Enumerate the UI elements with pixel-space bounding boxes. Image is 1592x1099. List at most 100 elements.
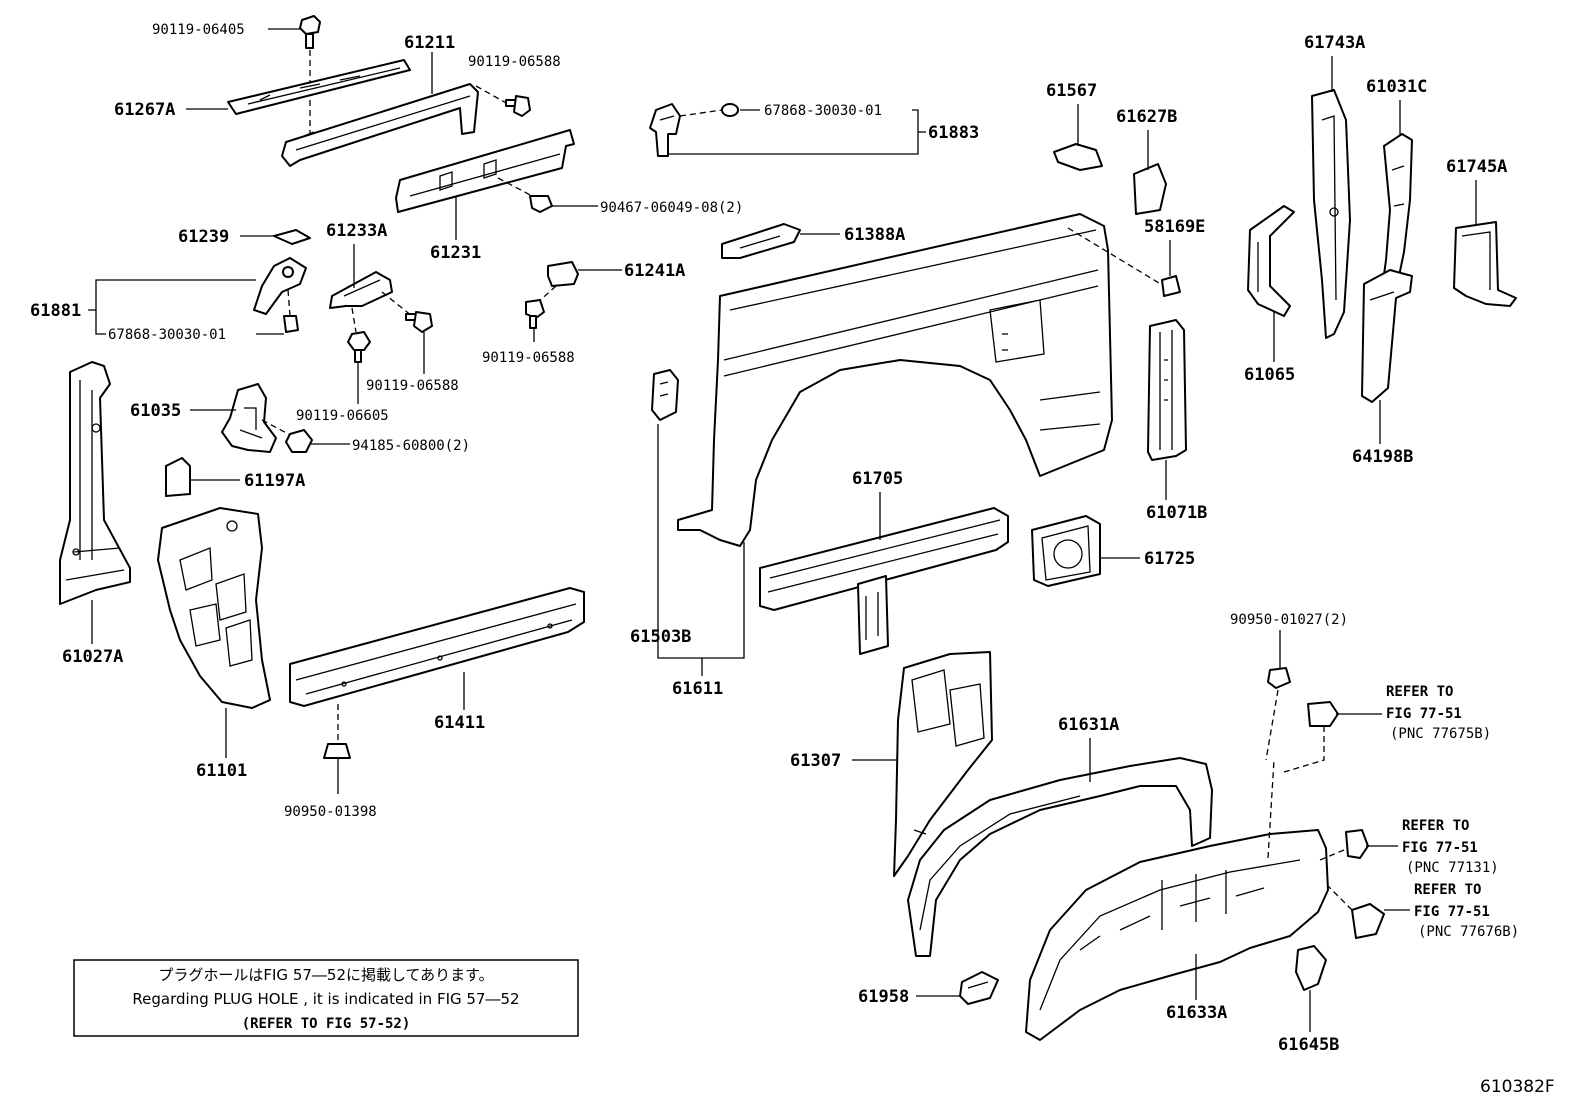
svg-text:REFER TO: REFER TO xyxy=(1386,684,1453,700)
label-67868-30030-01-lower: 67868-30030-01 xyxy=(108,327,226,343)
part-61881 xyxy=(253,257,307,333)
part-61231 xyxy=(395,129,575,213)
svg-text:(PNC 77676B): (PNC 77676B) xyxy=(1418,924,1519,940)
part-61883 xyxy=(649,103,739,157)
note-english: Regarding PLUG HOLE , it is indicated in… xyxy=(132,990,519,1008)
part-61705 xyxy=(759,507,1009,655)
part-61745A xyxy=(1453,221,1517,307)
part-61503B xyxy=(651,369,679,421)
svg-text:(PNC 77675B): (PNC 77675B) xyxy=(1390,726,1491,742)
part-61101 xyxy=(157,507,271,709)
part-61958 xyxy=(959,971,999,1005)
label-90119-06405: 90119-06405 xyxy=(152,22,245,38)
svg-text:REFER TO: REFER TO xyxy=(1414,882,1481,898)
label-64198B: 64198B xyxy=(1352,447,1413,467)
label-61239: 61239 xyxy=(178,227,229,247)
label-90119-06588-right: 90119-06588 xyxy=(482,350,575,366)
part-58169E xyxy=(1161,275,1181,297)
figure-code: 610382F xyxy=(1480,1077,1555,1097)
label-61567: 61567 xyxy=(1046,81,1097,101)
part-64198B xyxy=(1361,269,1413,403)
clip-77131 xyxy=(1319,829,1398,861)
refer-77676B: REFER TO FIG 77-51 (PNC 77676B) xyxy=(1414,882,1519,940)
part-61197A xyxy=(165,457,191,497)
label-61503B: 61503B xyxy=(630,627,691,647)
part-61627B xyxy=(1133,163,1167,215)
part-61307 xyxy=(893,651,993,877)
clip-77675B xyxy=(1283,701,1382,773)
svg-text:FIG 77-51: FIG 77-51 xyxy=(1402,840,1478,856)
bolt-90119-06405 xyxy=(299,15,321,140)
label-67868-30030-01-top: 67868-30030-01 xyxy=(764,103,882,119)
label-61705: 61705 xyxy=(852,469,903,489)
part-61239 xyxy=(273,229,311,245)
plug-90950-01027 xyxy=(1265,630,1291,761)
bolt-90119-06588-top xyxy=(475,85,531,117)
label-61883: 61883 xyxy=(928,123,979,143)
plug-90950-01398 xyxy=(323,743,351,794)
refer-77675B: REFER TO FIG 77-51 (PNC 77675B) xyxy=(1386,684,1491,742)
label-61411: 61411 xyxy=(434,713,485,733)
part-61035 xyxy=(221,383,313,453)
label-61725: 61725 xyxy=(1144,549,1195,569)
part-61611 xyxy=(677,213,1165,547)
part-61211 xyxy=(281,83,479,167)
label-61035: 61035 xyxy=(130,401,181,421)
svg-text:REFER TO: REFER TO xyxy=(1402,818,1469,834)
label-61065: 61065 xyxy=(1244,365,1295,385)
part-61233A xyxy=(329,271,413,333)
part-61267A xyxy=(227,59,411,115)
label-61241A: 61241A xyxy=(624,261,685,281)
label-58169E: 58169E xyxy=(1144,217,1205,237)
part-61645B xyxy=(1295,945,1327,991)
label-90119-06588-top: 90119-06588 xyxy=(468,54,561,70)
label-61307: 61307 xyxy=(790,751,841,771)
label-61743A: 61743A xyxy=(1304,33,1365,53)
label-90119-06588-mid: 90119-06588 xyxy=(366,378,459,394)
bolt-90119-06588-mid xyxy=(405,311,433,374)
part-61631A xyxy=(907,757,1213,957)
label-61027A: 61027A xyxy=(62,647,123,667)
label-61197A: 61197A xyxy=(244,471,305,491)
part-61027A xyxy=(59,361,131,605)
label-61611: 61611 xyxy=(672,679,723,699)
label-61627B: 61627B xyxy=(1116,107,1177,127)
svg-text:FIG 77-51: FIG 77-51 xyxy=(1414,904,1490,920)
part-61743A xyxy=(1311,89,1351,339)
label-90950-01027: 90950-01027(2) xyxy=(1230,612,1348,628)
label-61031C: 61031C xyxy=(1366,77,1427,97)
part-61633A xyxy=(1025,759,1329,1041)
label-61645B: 61645B xyxy=(1278,1035,1339,1055)
label-61633A: 61633A xyxy=(1166,1003,1227,1023)
svg-text:(PNC 77131): (PNC 77131) xyxy=(1406,860,1499,876)
refer-77131: REFER TO FIG 77-51 (PNC 77131) xyxy=(1402,818,1499,876)
label-61231: 61231 xyxy=(430,243,481,263)
part-61567 xyxy=(1053,143,1103,171)
label-61211: 61211 xyxy=(404,33,455,53)
label-61101: 61101 xyxy=(196,761,247,781)
note-japanese: プラグホールはFIG 57―52に掲載してあります。 xyxy=(158,966,493,984)
note-refer: (REFER TO FIG 57-52) xyxy=(242,1016,411,1032)
clip-90467 xyxy=(529,195,598,213)
label-61631A: 61631A xyxy=(1058,715,1119,735)
label-90119-06605: 90119-06605 xyxy=(296,408,389,424)
label-61745A: 61745A xyxy=(1446,157,1507,177)
clip-77676B xyxy=(1327,885,1410,939)
label-94185: 94185-60800(2) xyxy=(352,438,470,454)
label-61233A: 61233A xyxy=(326,221,387,241)
label-61267A: 61267A xyxy=(114,100,175,120)
label-61388A: 61388A xyxy=(844,225,905,245)
plug-hole-note: プラグホールはFIG 57―52に掲載してあります。 Regarding PLU… xyxy=(73,959,579,1037)
part-61388A xyxy=(721,223,801,259)
label-61881: 61881 xyxy=(30,301,81,321)
part-61411 xyxy=(289,587,585,740)
label-61071B: 61071B xyxy=(1146,503,1207,523)
bolt-90119-06605 xyxy=(347,331,371,404)
label-61958: 61958 xyxy=(858,987,909,1007)
svg-text:FIG 77-51: FIG 77-51 xyxy=(1386,706,1462,722)
part-61065 xyxy=(1247,205,1295,317)
part-61241A xyxy=(525,261,579,329)
part-61725 xyxy=(1031,515,1101,587)
part-61071B xyxy=(1147,319,1187,461)
